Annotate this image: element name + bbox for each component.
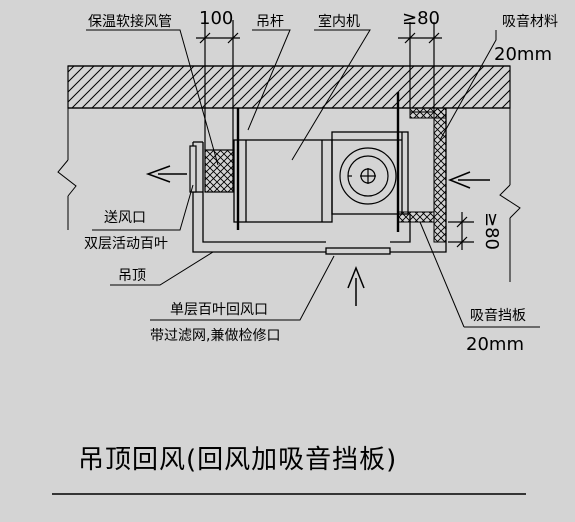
label-dim-100: 100 <box>199 8 233 29</box>
right-wall-break <box>499 66 521 282</box>
label-dim-ge80-top: ≥80 <box>402 8 440 29</box>
return-air-grille <box>325 247 391 255</box>
label-supply-outlet: 送风口 <box>104 210 146 226</box>
label-double-louver: 双层活动百叶 <box>84 236 168 252</box>
dim-80-top-marks <box>398 22 442 108</box>
label-dim-ge80-side: ≥80 <box>481 212 502 250</box>
label-hanger-rod: 吊杆 <box>256 14 284 30</box>
supply-outlet-grille <box>189 145 197 193</box>
dim-80-side-marks <box>448 212 474 250</box>
label-baffle: 吸音挡板 <box>470 307 526 324</box>
ceiling-slab <box>67 65 511 109</box>
flex-duct <box>204 149 234 193</box>
return-air-arrow-up-icon <box>347 265 365 306</box>
label-baffle-thk: 20mm <box>466 334 524 355</box>
supply-air-arrow-icon <box>145 165 187 183</box>
leader-lines <box>86 29 540 328</box>
diagram-title: 吊顶回风(回风加吸音挡板) <box>78 445 397 475</box>
label-sound-material: 吸音材料 <box>502 13 558 30</box>
label-sound-material-thk: 20mm <box>494 44 552 65</box>
label-insulated-flex-duct: 保温软接风管 <box>88 13 172 30</box>
label-filter-and-access: 带过滤网,兼做检修口 <box>150 328 280 344</box>
left-wall-break <box>57 66 77 230</box>
inflow-arrow-right-icon <box>447 171 490 189</box>
label-ceiling: 吊顶 <box>118 268 146 284</box>
hanger-rods <box>236 92 400 232</box>
label-indoor-unit: 室内机 <box>318 13 360 30</box>
fan-icon <box>339 147 397 205</box>
label-single-louver-return: 单层百叶回风口 <box>170 302 268 318</box>
indoor-unit-body <box>233 131 409 223</box>
sound-lining <box>409 107 447 243</box>
dim-100-marks <box>196 20 240 150</box>
